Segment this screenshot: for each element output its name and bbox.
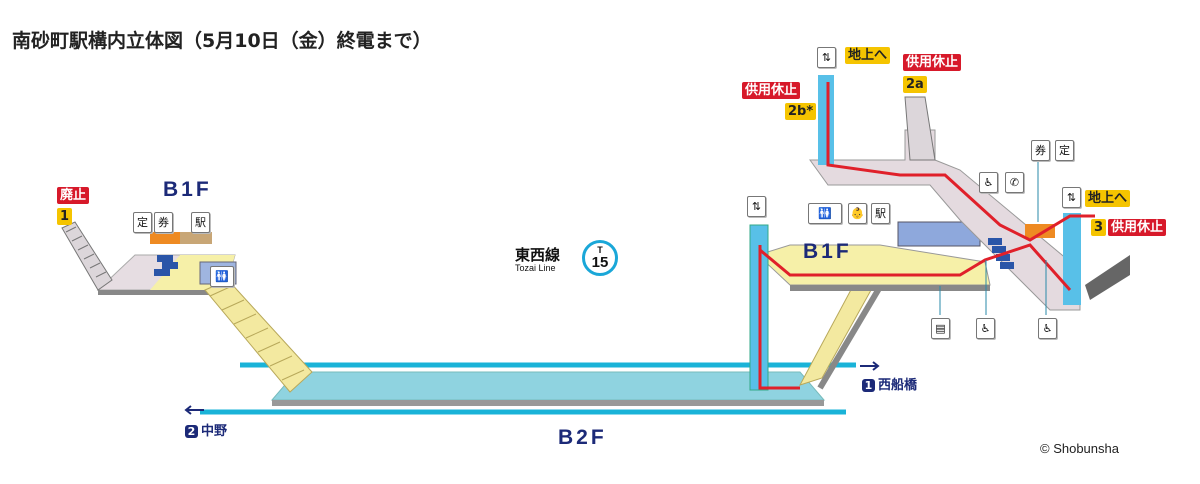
copyright: © Shobunsha (1040, 441, 1119, 456)
station-staff-icon: 駅 (191, 212, 210, 233)
toilet-icon: 🚻 (808, 203, 842, 224)
exit3-elevator-label: 地上へ (1085, 190, 1131, 207)
baby-room-icon: 👶 (848, 203, 867, 224)
station-number-badge: T 15 (582, 240, 618, 276)
page-title: 南砂町駅構内立体図（5月10日（金）終電まで） (12, 30, 432, 52)
exit2b-number: 2b* (785, 103, 817, 120)
wheelchair-icon: ♿ (1038, 318, 1057, 339)
floor-label-b2f: B2F (558, 426, 607, 449)
line-letter: T (597, 245, 603, 255)
toilet-icon: 🚻 (210, 266, 234, 287)
ticket-gates-left (154, 255, 178, 276)
ticket-office-right (1025, 224, 1055, 238)
locker-icon: ▤ (931, 318, 950, 339)
stairs-b1f-b2f-left (204, 279, 313, 393)
ticket-machine-icon: 券 (154, 212, 173, 233)
exit1-stairs (61, 221, 113, 291)
ticket-gates-right (988, 238, 1014, 269)
arrow-west (184, 405, 204, 415)
barrier-free-route (758, 82, 1095, 390)
wheelchair-icon: ♿ (979, 172, 998, 193)
elevator-icon: ⇅ (747, 196, 766, 217)
elevator-shaft-2b (818, 75, 834, 165)
elevator-icon: ⇅ (1062, 187, 1081, 208)
destination-east-name: 西船橋 (878, 378, 918, 393)
exit1-status: 廃止 (57, 187, 90, 204)
floor-label-b1f-left: B1F (163, 178, 212, 201)
destination-east-number: 1 (862, 379, 875, 392)
destination-west-name: 中野 (201, 424, 228, 439)
fare-adjustment-icon: 定 (1055, 140, 1074, 161)
exit3-number: 3 (1091, 219, 1107, 236)
wheelchair-icon: ♿ (976, 318, 995, 339)
b2f-platform (270, 371, 826, 401)
arrow-east (860, 361, 880, 371)
exit2a-stairs (904, 96, 936, 161)
elevator-shaft-3 (1063, 213, 1081, 305)
phone-icon: ✆ (1005, 172, 1024, 193)
station-number: 15 (591, 254, 609, 271)
exit3-stairs (1085, 255, 1130, 300)
ticket-office-left (150, 232, 180, 244)
exit2a-status: 供用休止 (903, 54, 962, 71)
exit2b-status: 供用休止 (742, 82, 801, 99)
exit1-number: 1 (57, 208, 73, 225)
station-staff-icon: 駅 (871, 203, 890, 224)
line-name-en: Tozai Line (515, 263, 556, 273)
floor-label-b1f-right: B1F (803, 240, 852, 263)
b1f-right-concourse (757, 244, 991, 286)
exit3-status: 供用休止 (1108, 219, 1167, 236)
destination-west-number: 2 (185, 425, 198, 438)
ticket-machine-icon: 券 (1031, 140, 1050, 161)
exit2b-elevator-label: 地上へ (845, 47, 891, 64)
exit2a-number: 2a (903, 76, 927, 93)
elevator-icon: ⇅ (817, 47, 836, 68)
fare-adjustment-icon: 定 (133, 212, 152, 233)
line-name: 東西線 (515, 246, 561, 264)
